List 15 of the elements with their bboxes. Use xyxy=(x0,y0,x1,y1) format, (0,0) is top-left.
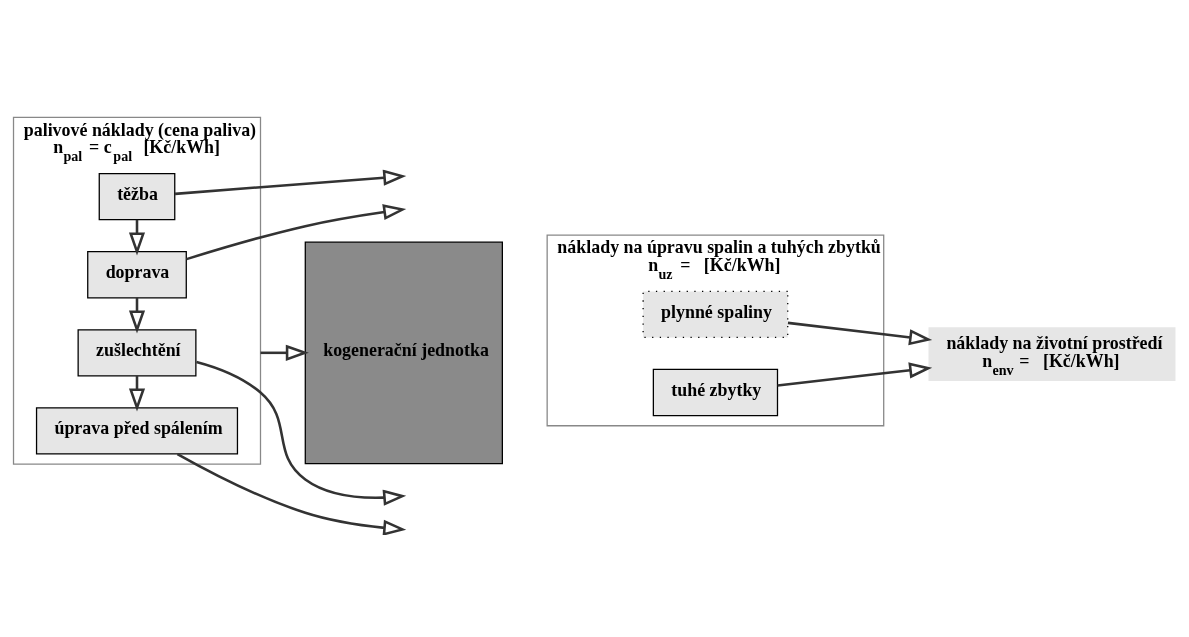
arrow xyxy=(777,362,933,387)
node-box: doprava xyxy=(87,251,187,299)
node-box: těžba xyxy=(98,173,176,221)
arrow xyxy=(176,452,407,535)
node-box: úprava před spálením xyxy=(35,407,239,455)
arrow xyxy=(174,169,407,196)
node-box: kogenerační jednotka xyxy=(304,241,503,465)
arrow xyxy=(186,204,407,261)
node-box: tuhé zbytky xyxy=(652,368,779,417)
node-box: náklady na životní prostředí n$_{env}$ = [Kč/kWh] xyxy=(928,327,1176,381)
arrow xyxy=(260,344,309,361)
arrow xyxy=(196,360,407,506)
arrow xyxy=(787,321,933,346)
node-box: plynné spaliny xyxy=(642,290,789,339)
node-box: zušlechtění xyxy=(77,329,197,377)
